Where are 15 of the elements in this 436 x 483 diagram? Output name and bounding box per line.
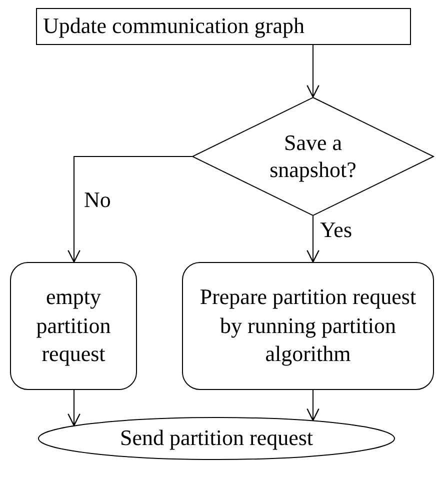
arrow xyxy=(306,216,320,263)
node-label: Prepare partition request by running partition algorithm xyxy=(198,283,418,368)
arrow xyxy=(306,44,320,98)
arrow xyxy=(306,390,320,421)
node-label: Send partition request xyxy=(120,424,314,452)
process-box xyxy=(10,262,137,390)
node-label: Save a snapshot? xyxy=(268,130,358,183)
terminal-ellipse xyxy=(38,417,395,460)
arrow xyxy=(68,156,192,263)
process-box xyxy=(182,262,434,390)
arrow xyxy=(68,390,80,426)
node-label: empty partition request xyxy=(35,283,112,368)
process-box xyxy=(36,8,411,45)
decision-diamond xyxy=(192,97,434,216)
node-label: Update communication graph xyxy=(43,12,304,40)
